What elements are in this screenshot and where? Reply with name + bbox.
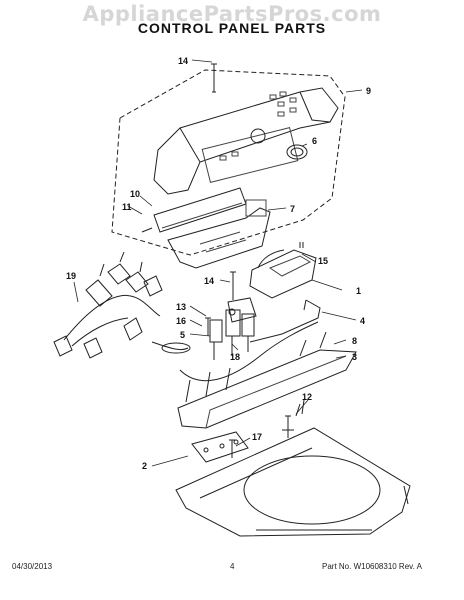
callout-17: 17 bbox=[252, 432, 262, 442]
washer-top-cover bbox=[175, 427, 411, 537]
screw bbox=[229, 439, 235, 458]
callout-10: 10 bbox=[130, 189, 140, 199]
control-cable bbox=[249, 299, 321, 343]
console-group-outline bbox=[111, 69, 346, 256]
user-interface-board bbox=[153, 187, 247, 233]
callout-labels: 14 9 6 10 11 7 15 1 19 14 13 16 5 18 4 8… bbox=[66, 56, 371, 471]
callout-12: 12 bbox=[302, 392, 312, 402]
screw bbox=[230, 271, 236, 300]
watermark: AppliancePartsPros.com bbox=[82, 2, 382, 26]
callout-8: 8 bbox=[352, 336, 357, 346]
page-title: CONTROL PANEL PARTS bbox=[137, 20, 327, 36]
screw bbox=[205, 317, 211, 336]
screw bbox=[285, 415, 291, 438]
console-base bbox=[177, 349, 357, 429]
callout-16: 16 bbox=[176, 316, 186, 326]
control-knob bbox=[286, 144, 308, 160]
callout-2: 2 bbox=[142, 461, 147, 471]
footer-date: 04/30/2013 bbox=[12, 562, 53, 571]
callout-13: 13 bbox=[176, 302, 186, 312]
main-control-board bbox=[249, 249, 317, 299]
callout-1: 1 bbox=[356, 286, 361, 296]
callout-4: 4 bbox=[360, 316, 365, 326]
callout-3: 3 bbox=[352, 352, 357, 362]
valve-switch-assembly bbox=[209, 297, 257, 360]
console-housing bbox=[153, 87, 339, 195]
pressure-hose bbox=[151, 341, 189, 351]
callout-7: 7 bbox=[290, 204, 295, 214]
footer-part-number: Part No. W10608310 Rev. A bbox=[322, 562, 422, 571]
mounting-bracket bbox=[191, 431, 249, 463]
console-screw bbox=[211, 63, 217, 93]
callout-14a: 14 bbox=[178, 56, 188, 66]
callout-15: 15 bbox=[318, 256, 328, 266]
callout-19: 19 bbox=[66, 271, 76, 281]
callout-5: 5 bbox=[180, 330, 185, 340]
callout-11: 11 bbox=[122, 202, 132, 212]
wire-harness bbox=[53, 251, 163, 359]
callout-9: 9 bbox=[366, 86, 371, 96]
footer-page-number: 4 bbox=[230, 562, 235, 571]
callout-18: 18 bbox=[230, 352, 240, 362]
callout-14b: 14 bbox=[204, 276, 214, 286]
callout-6: 6 bbox=[312, 136, 317, 146]
